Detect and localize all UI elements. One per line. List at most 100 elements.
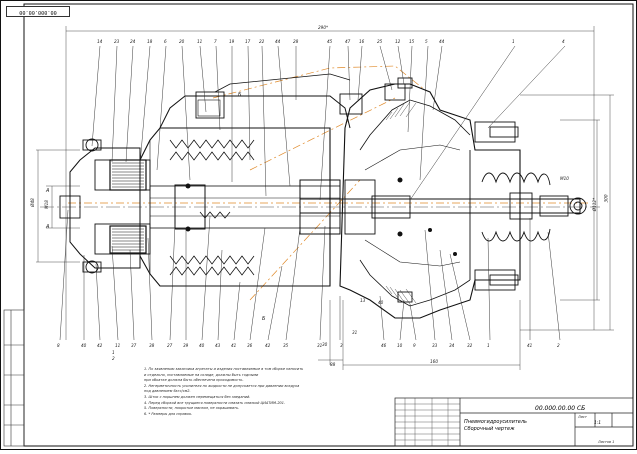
bottom-small-dimension: 30 [322,342,328,347]
leader-lines-top [91,45,566,201]
callout: 32 [467,343,473,348]
return-springs [169,139,255,276]
drawing-code-stamp: 00.000.00.00 [6,6,70,17]
callout: 17 [245,39,251,44]
callout: 1 [487,343,490,348]
callout: 14 [97,39,103,44]
leader-lines-bottom [59,209,561,341]
callout: 2 [557,343,560,348]
callout: 44 [439,39,445,44]
title-block-name-line2: Сборочный чертеж [464,426,515,432]
note-line: под давлением 6кгс/см2. [144,389,191,394]
right-cover [469,121,519,291]
bottom-width-dimension: 160 [430,359,438,364]
note-line: при обкатке должна быть обеспечена прохо… [144,378,244,383]
callout: 35 [283,343,289,348]
callout: 16 [359,39,365,44]
callout: 43 [215,343,221,348]
callout: 42 [97,343,103,348]
dimension-lines [36,26,614,370]
callout: 11 [115,343,121,348]
callout: 9 [413,343,416,348]
callout: 27 [167,343,173,348]
title-block-name-line1: Пневмогидроусилитель [464,419,527,425]
callout: 12 [395,39,401,44]
note-line: 6. * Размеры для справок. [144,411,193,416]
callout: 40 [199,343,205,348]
right-diameter-dimension: Ø112* [592,197,598,212]
upper-valve-housing [159,73,363,129]
callout: 5 [425,39,428,44]
section-label: Б [262,316,266,322]
right-overall-dimension: 300 [603,194,609,203]
hydraulic-cylinder [139,127,341,287]
callout: 37 [131,343,137,348]
callout: 11 [197,39,203,44]
callout: 47 [345,39,351,44]
note-line: и отдельно, поставляемые на складе, долж… [144,372,259,377]
section-label: А [46,224,50,230]
callout: 10 [397,343,403,348]
left-diameter-dimension: Ø48 [29,198,35,207]
callout: 20 [179,39,185,44]
callout: 3 [340,343,343,348]
callout: 22 [259,39,265,44]
callout: 38 [149,343,155,348]
callout: 44 [275,39,281,44]
callout: 45 [327,39,333,44]
assembly-section [36,26,614,370]
callout: 39 [183,343,189,348]
note-line: 5. Поверхности, покрытые маслом, не окра… [144,406,240,411]
title-block-sheet-label: Лист [578,415,587,419]
title-block-sheet-total: Листов 1 [598,440,615,444]
push-rod [299,192,587,220]
bottom-offset-dimension: 88 [330,362,336,367]
callout: 25 [377,39,383,44]
diaphragm-hatch [385,101,417,305]
technical-requirements: 1. По заявлению заказчика агрегаты и изд… [144,367,394,417]
left-revision-strip [3,309,25,447]
callout: 15 [409,39,415,44]
callout: 42 [265,343,271,348]
left-thread-dimension: M18 [43,200,49,209]
section-label: А [46,188,50,194]
title-block-designation: 00.000.00.00 СБ [535,405,586,412]
callout: 18 [147,39,153,44]
note-line: 2. Негерметичность усилителя по жидкости… [144,383,300,388]
callout: 13 [360,298,366,303]
rivet-markers [185,177,457,256]
air-line [68,65,590,301]
callout: 31 [317,343,323,348]
callout: 40 [81,343,87,348]
section-label: Б [238,92,242,98]
callout: 24 [130,39,136,44]
overall-length-dimension: 290* [318,25,329,30]
air-chamber [339,77,521,319]
callout: 31 [352,330,358,335]
note-line: 4. Перед сборкой все трущиеся поверхност… [144,400,286,405]
note-line: 3. Шток с поршнем должен перемещаться бе… [144,394,251,399]
rubber-boot [481,172,551,242]
callout: 1 [112,350,115,355]
callout: 2 [112,356,115,361]
callout: 33 [432,343,438,348]
callout: 28 [293,39,299,44]
callout: 6 [164,39,167,44]
callout: 8 [57,343,60,348]
callout: 1 [512,39,515,44]
callout: 7 [214,39,217,44]
callout: 36 [247,343,253,348]
title-block [394,397,634,447]
callout: 41 [231,343,237,348]
title-block-scale: 1:1 [594,421,602,426]
callout: 46 [381,343,387,348]
rod-thread-dimension: M10 [560,176,569,181]
callout: 19 [229,39,235,44]
callout: 41 [527,343,533,348]
callout: 23 [114,39,120,44]
callout: 34 [449,343,455,348]
winding-hatch [109,159,147,254]
drawing-frame [23,3,634,447]
